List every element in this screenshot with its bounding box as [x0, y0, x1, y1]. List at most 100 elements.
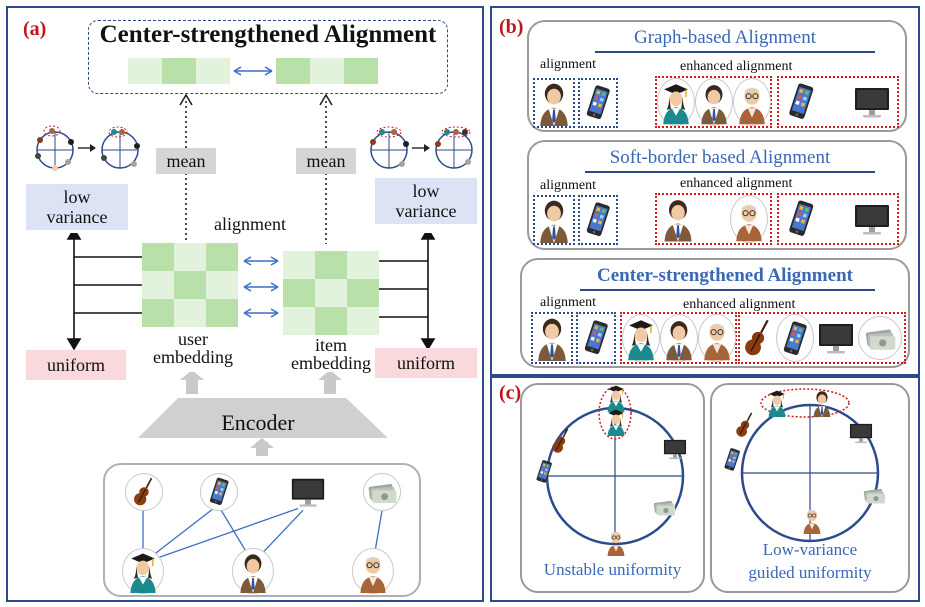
- cash-icon: [650, 494, 678, 520]
- soft-border-enhanced-label: enhanced alignment: [680, 176, 793, 191]
- graduate-icon: [624, 317, 658, 361]
- user-embedding-line2: embedding: [153, 347, 233, 367]
- monitor-icon: [288, 473, 328, 511]
- phone-icon: [580, 82, 616, 124]
- monitor-icon: [846, 420, 876, 446]
- mean-left: mean: [156, 148, 216, 174]
- man-icon: [533, 315, 571, 361]
- soft-border-elder-node: [730, 195, 768, 243]
- low-variance-left-line2: variance: [46, 207, 108, 227]
- uniform-left: uniform: [26, 350, 126, 380]
- center-strengthened-alignment-label: alignment: [540, 295, 596, 310]
- graph-graduate-node-b: [657, 78, 695, 126]
- graph-violin-node: [125, 473, 163, 511]
- soft-border-alignment-row: [527, 140, 907, 250]
- elder-icon: [700, 317, 734, 361]
- center-strengthened-enhanced-item-box: [738, 312, 906, 364]
- low-variance-caption-1: Low-variance: [762, 540, 858, 559]
- panel-c-label: (c): [499, 382, 522, 404]
- interaction-graph: [103, 463, 421, 597]
- violin-icon: [740, 316, 776, 360]
- man-icon: [535, 197, 573, 243]
- graph-elder-node-b: [733, 78, 771, 126]
- graph-enhanced-label: enhanced alignment: [680, 59, 793, 74]
- center-strengthened-underline: [580, 289, 875, 291]
- item-embedding-line1: item: [315, 335, 347, 355]
- elder-icon: [732, 198, 766, 242]
- violin-icon: [548, 426, 574, 456]
- panel-a-label: (a): [23, 18, 47, 40]
- graph-phone-node: [200, 473, 238, 511]
- elder-icon: [355, 551, 391, 593]
- graduate-icon: [125, 551, 161, 593]
- center-strengthened-user-box: [531, 312, 573, 364]
- phone-icon: [783, 197, 819, 241]
- man-icon: [535, 80, 573, 126]
- cs-cash-node: [858, 316, 902, 360]
- center-strengthened-enhanced-label: enhanced alignment: [683, 297, 796, 312]
- soft-border-underline: [585, 171, 875, 173]
- graph-alignment-item-box: [578, 78, 618, 128]
- man-icon: [810, 389, 834, 417]
- cs-man-node: [660, 314, 698, 362]
- monitor-icon: [850, 82, 894, 122]
- user-embedding-line1: user: [178, 329, 208, 349]
- uniform-right: uniform: [375, 348, 477, 378]
- phone-icon: [532, 458, 556, 486]
- low-variance-right: low variance: [375, 178, 477, 224]
- man-icon: [697, 81, 731, 125]
- graduate-icon: [765, 389, 789, 417]
- soft-border-user-box: [533, 195, 575, 245]
- soft-border-enhanced-item-box: [777, 193, 899, 245]
- encoder-label: Encoder: [221, 410, 295, 435]
- low-variance-right-line1: low: [412, 181, 440, 201]
- embedding-matrices: [66, 233, 436, 351]
- interaction-edges: [142, 504, 384, 564]
- monitor-icon: [850, 199, 894, 239]
- cash-icon: [861, 320, 899, 356]
- cash-icon: [860, 482, 888, 508]
- center-alignment-title: Center-strengthened Alignment: [99, 21, 437, 48]
- mean-arrows: [179, 93, 333, 244]
- panel-b-label: (b): [499, 16, 524, 38]
- low-variance-right-line2: variance: [395, 201, 457, 221]
- soft-border-enhanced-user-box: [655, 193, 772, 245]
- panel-b: (b): [490, 6, 920, 376]
- phone-icon: [783, 80, 819, 124]
- unstable-uniformity-card: [520, 383, 705, 593]
- monitor-icon: [814, 318, 858, 358]
- graph-graduate-node: [122, 548, 164, 594]
- graph-monitor-node: [288, 473, 328, 511]
- graph-alignment-label: alignment: [540, 57, 596, 72]
- graph-enhanced-item-box: [777, 76, 899, 128]
- monitor-icon: [660, 436, 690, 462]
- panel-a: (a) Center-strengthened Alignment mean m…: [6, 6, 484, 602]
- elder-icon: [800, 506, 824, 534]
- phone-icon: [578, 317, 614, 359]
- soft-border-title: Soft-border based Alignment: [609, 147, 831, 168]
- panel-c: (c): [490, 376, 920, 602]
- item-embedding-label: item embedding: [286, 336, 376, 372]
- unstable-uniformity-caption: Unstable uniformity: [543, 560, 682, 579]
- center-strengthened-row: [520, 258, 910, 368]
- center-strengthened-item-box: [576, 312, 616, 364]
- alignment-label: alignment: [214, 214, 286, 234]
- phone-icon: [580, 199, 616, 241]
- phone-icon: [203, 475, 235, 509]
- cs-phone-node: [776, 314, 814, 362]
- center-alignment-vectors: [128, 58, 378, 84]
- graph-cash-node: [363, 473, 401, 511]
- graph-man-node: [232, 548, 274, 594]
- graph-man-node-b: [695, 78, 733, 126]
- graduate-icon: [659, 81, 693, 125]
- graph-enhanced-user-box: [655, 76, 772, 128]
- elder-icon: [604, 528, 628, 556]
- soft-border-alignment-label: alignment: [540, 178, 596, 193]
- graph-alignment-row: [527, 20, 907, 132]
- elder-icon: [735, 81, 769, 125]
- soft-border-item-box: [578, 195, 618, 245]
- violin-icon: [128, 475, 160, 509]
- phone-icon: [720, 446, 744, 474]
- cs-elder-node: [698, 314, 736, 362]
- phone-icon: [778, 318, 812, 360]
